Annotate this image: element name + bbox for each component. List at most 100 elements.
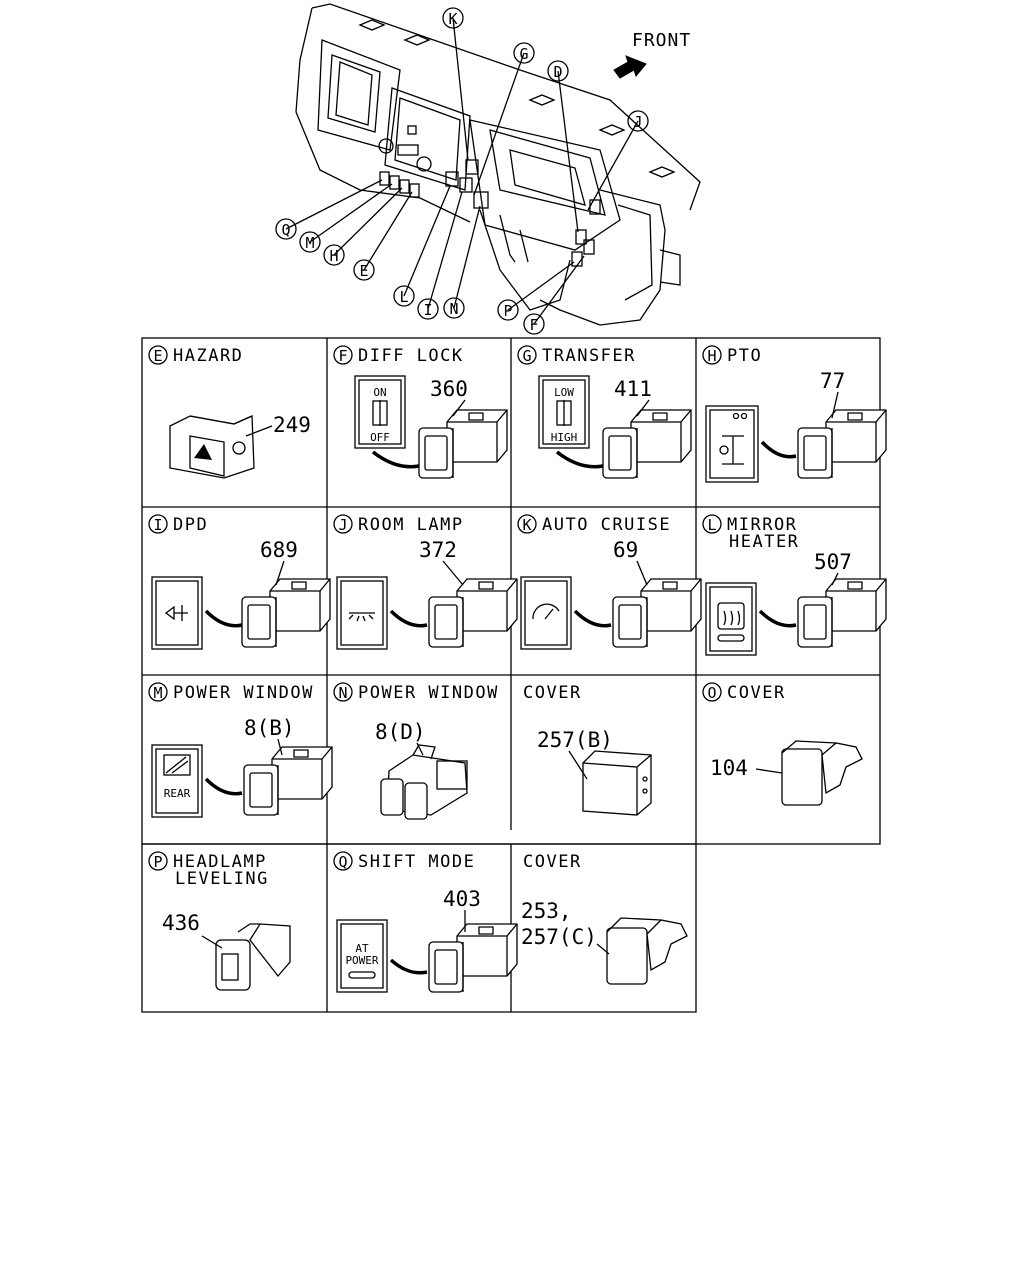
cell-letter-p: P <box>148 851 168 871</box>
callout-n: N <box>443 297 465 319</box>
callout-q-letter: Q <box>281 221 290 239</box>
part-number-h: 77 <box>820 369 845 393</box>
cell-title-h: PTO <box>727 346 762 366</box>
icon-text-bottom-f: OFF <box>370 431 390 444</box>
cell-title-q: SHIFT MODE <box>358 852 475 872</box>
cell-letter-q: Q <box>333 851 353 871</box>
cell-j: J ROOM LAMP 372 <box>333 514 518 650</box>
icon-text-m: REAR <box>164 787 191 800</box>
callout-d: D <box>547 60 569 82</box>
callout-f-letter: F <box>529 316 538 334</box>
icon-text-top-g: LOW <box>554 386 574 399</box>
callout-e-letter: E <box>359 262 368 280</box>
callout-k: K <box>442 7 464 29</box>
callout-i-letter: I <box>423 301 432 319</box>
callout-f: F <box>523 313 545 335</box>
cell-letter-h: H <box>702 345 722 365</box>
callout-j-letter: J <box>633 113 642 131</box>
cell-letter-k: K <box>517 514 537 534</box>
callout-m-letter: M <box>305 234 314 252</box>
cell-letter-i: I <box>148 514 168 534</box>
callout-k-letter: K <box>448 10 457 28</box>
part-number-g: 411 <box>614 377 652 401</box>
part-number-q: 403 <box>443 887 481 911</box>
cell-title-g: TRANSFER <box>542 346 636 366</box>
cell-q2: COVER 253,257(C) <box>521 852 688 985</box>
cell-letter-m-letter: M <box>153 684 162 702</box>
cell-letter-q-letter: Q <box>338 853 347 871</box>
dashboard-overview: FRONT <box>295 3 701 326</box>
cell-letter-k-letter: K <box>522 516 531 534</box>
callout-j: J <box>627 110 649 132</box>
cell-n2: COVER 257(B) <box>523 683 652 816</box>
cell-title-o: COVER <box>727 683 786 703</box>
cell-letter-f-letter: F <box>338 347 347 365</box>
cell-letter-h-letter: H <box>707 347 716 365</box>
icon-text-q-bottom: POWER <box>345 954 378 967</box>
callout-g-letter: G <box>519 45 528 63</box>
cell-letter-o: O <box>702 682 722 702</box>
cell-title-e: HAZARD <box>173 346 243 366</box>
cell-letter-e: E <box>148 345 168 365</box>
callout-h-letter: H <box>329 247 338 265</box>
cell-letter-m: M <box>148 682 168 702</box>
callout-m: M <box>299 231 321 253</box>
front-label: FRONT <box>632 30 691 51</box>
cells-group: E HAZARD 249 F DIFF LOCK ON OFF 360 G TRANSFER LOW… <box>148 345 887 993</box>
part-number-k: 69 <box>613 538 638 562</box>
part-number-o: 104 <box>710 756 748 780</box>
cell-title-n: POWER WINDOW <box>358 683 499 703</box>
callout-i: I <box>417 298 439 320</box>
cell-title-m: POWER WINDOW <box>173 683 314 703</box>
part-number-l: 507 <box>814 550 852 574</box>
callout-p-letter: P <box>503 302 512 320</box>
callout-p: P <box>497 299 519 321</box>
cell-letter-g-letter: G <box>522 347 531 365</box>
cell-letter-l: L <box>702 514 722 534</box>
cell-title2-l: HEATER <box>729 532 799 552</box>
cell-o: O COVER 104 <box>702 682 863 806</box>
cell-e: E HAZARD 249 <box>148 345 311 479</box>
cell-letter-g: G <box>517 345 537 365</box>
callout-l: L <box>393 285 415 307</box>
part-number-e: 249 <box>273 413 311 437</box>
cell-title2-p: LEVELING <box>175 869 269 889</box>
callout-e: E <box>353 259 375 281</box>
callout-d-letter: D <box>553 63 562 81</box>
part-number-f: 360 <box>430 377 468 401</box>
cell-letter-j: J <box>333 514 353 534</box>
cell-letter-j-letter: J <box>338 516 347 534</box>
cell-letter-i-letter: I <box>153 516 162 534</box>
part-number-q2-line2: 257(C) <box>521 925 597 949</box>
cell-title-f: DIFF LOCK <box>358 346 464 366</box>
cell-title-i: DPD <box>173 515 208 535</box>
cell-title-q2: COVER <box>523 852 582 872</box>
callout-n-letter: N <box>449 300 458 318</box>
part-number-j: 372 <box>419 538 457 562</box>
callout-g: G <box>513 42 535 64</box>
cell-letter-e-letter: E <box>153 347 162 365</box>
callout-h: H <box>323 244 345 266</box>
cell-title-n2: COVER <box>523 683 582 703</box>
cell-title-j: ROOM LAMP <box>358 515 464 535</box>
cell-f: F DIFF LOCK ON OFF 360 <box>333 345 508 479</box>
front-arrow-icon <box>613 55 647 79</box>
part-number-n2: 257(B) <box>537 728 613 752</box>
part-number-q2-line1: 253, <box>521 899 572 923</box>
cell-title-l: MIRROR <box>727 515 797 535</box>
icon-text-top-f: ON <box>373 386 386 399</box>
part-number-m: 8(B) <box>244 716 295 740</box>
callout-l-letter: L <box>399 288 408 306</box>
cell-letter-o-letter: O <box>707 684 716 702</box>
cell-letter-p-letter: P <box>153 853 162 871</box>
icon-text-q-top: AT <box>355 942 369 955</box>
cell-title-p: HEADLAMP <box>173 852 267 872</box>
cell-letter-f: F <box>333 345 353 365</box>
